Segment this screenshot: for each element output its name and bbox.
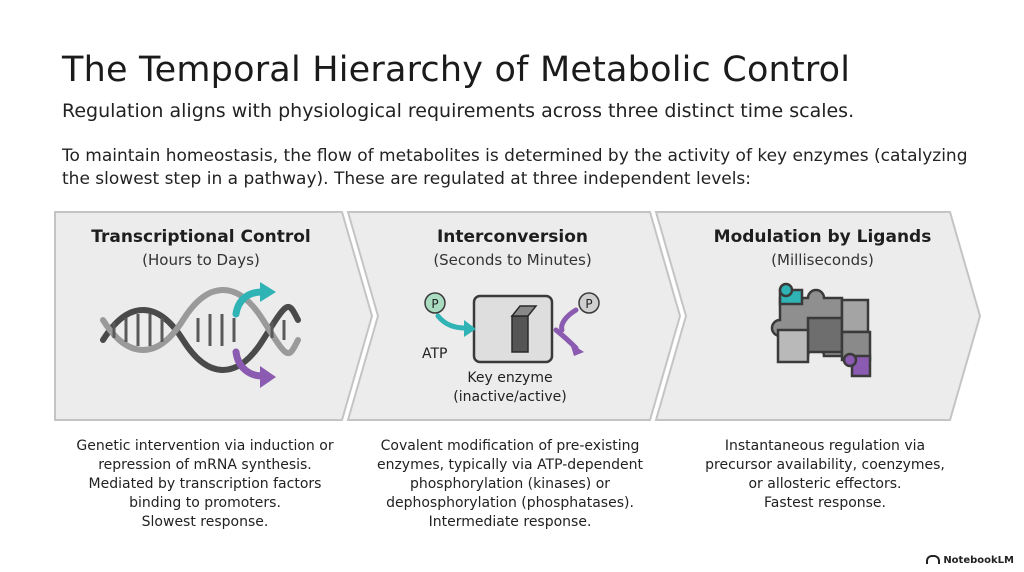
intro-line: the slowest step in a pathway). These ar… xyxy=(62,169,752,189)
description-ligands: Instantaneous regulation via precursor a… xyxy=(670,437,980,513)
description-line: Fastest response. xyxy=(763,495,886,511)
phosphate-right-icon: P xyxy=(578,292,600,314)
description-line: binding to promoters. xyxy=(129,495,281,511)
panel-timescale: (Milliseconds) xyxy=(771,251,874,269)
description-transcriptional: Genetic intervention via induction or re… xyxy=(40,437,370,532)
enzyme-name: Key enzyme xyxy=(467,370,553,386)
description-line: or allosteric effectors. xyxy=(748,476,902,492)
dna-helix-icon xyxy=(100,282,301,388)
description-line: Slowest response. xyxy=(141,514,269,530)
description-line: Covalent modification of pre-existing xyxy=(380,438,640,454)
dephosphorylation-arrow-icon xyxy=(553,307,584,356)
phosphate-left-icon: P xyxy=(424,292,446,314)
description-interconversion: Covalent modification of pre-existing en… xyxy=(350,437,670,532)
description-line: dephosphorylation (phosphatases). xyxy=(386,495,634,511)
phosphate-label: P xyxy=(585,297,592,311)
enzyme-state: (inactive/active) xyxy=(453,389,567,405)
brand-label: NotebookLM xyxy=(943,555,1014,566)
enzyme-label: Key enzyme (inactive/active) xyxy=(390,369,630,407)
panel-timescale: (Seconds to Minutes) xyxy=(433,251,592,269)
notebooklm-logo-icon xyxy=(926,555,941,564)
panel-title: Transcriptional Control xyxy=(91,227,311,247)
panel-heading-interconversion: Interconversion (Seconds to Minutes) xyxy=(370,227,655,269)
intro-line: To maintain homeostasis, the flow of met… xyxy=(62,146,968,166)
page-title: The Temporal Hierarchy of Metabolic Cont… xyxy=(62,50,851,90)
panel-heading-ligands: Modulation by Ligands (Milliseconds) xyxy=(680,227,965,269)
intro-paragraph: To maintain homeostasis, the flow of met… xyxy=(62,145,968,191)
description-line: Instantaneous regulation via xyxy=(724,438,926,454)
phosphorylation-arrow-icon xyxy=(435,313,476,337)
description-line: Intermediate response. xyxy=(428,514,592,530)
description-line: phosphorylation (kinases) or xyxy=(409,476,611,492)
atp-label: ATP xyxy=(422,346,448,362)
description-line: repression of mRNA synthesis. xyxy=(98,457,312,473)
enzyme-switch-icon xyxy=(472,294,554,364)
brand-watermark: NotebookLM xyxy=(926,555,1014,566)
description-line: Genetic intervention via induction or xyxy=(76,438,334,454)
panel-title: Modulation by Ligands xyxy=(713,227,932,247)
puzzle-allosteric-icon xyxy=(770,282,872,378)
description-line: precursor availability, coenzymes, xyxy=(705,457,945,473)
panel-heading-transcriptional: Transcriptional Control (Hours to Days) xyxy=(55,227,347,269)
description-line: Mediated by transcription factors xyxy=(88,476,322,492)
panel-timescale: (Hours to Days) xyxy=(142,251,260,269)
phosphate-label: P xyxy=(431,297,438,311)
description-line: enzymes, typically via ATP-dependent xyxy=(376,457,644,473)
chevron-panel-transcriptional xyxy=(54,211,374,421)
page-subtitle: Regulation aligns with physiological req… xyxy=(62,100,855,122)
panel-title: Interconversion xyxy=(436,227,589,247)
